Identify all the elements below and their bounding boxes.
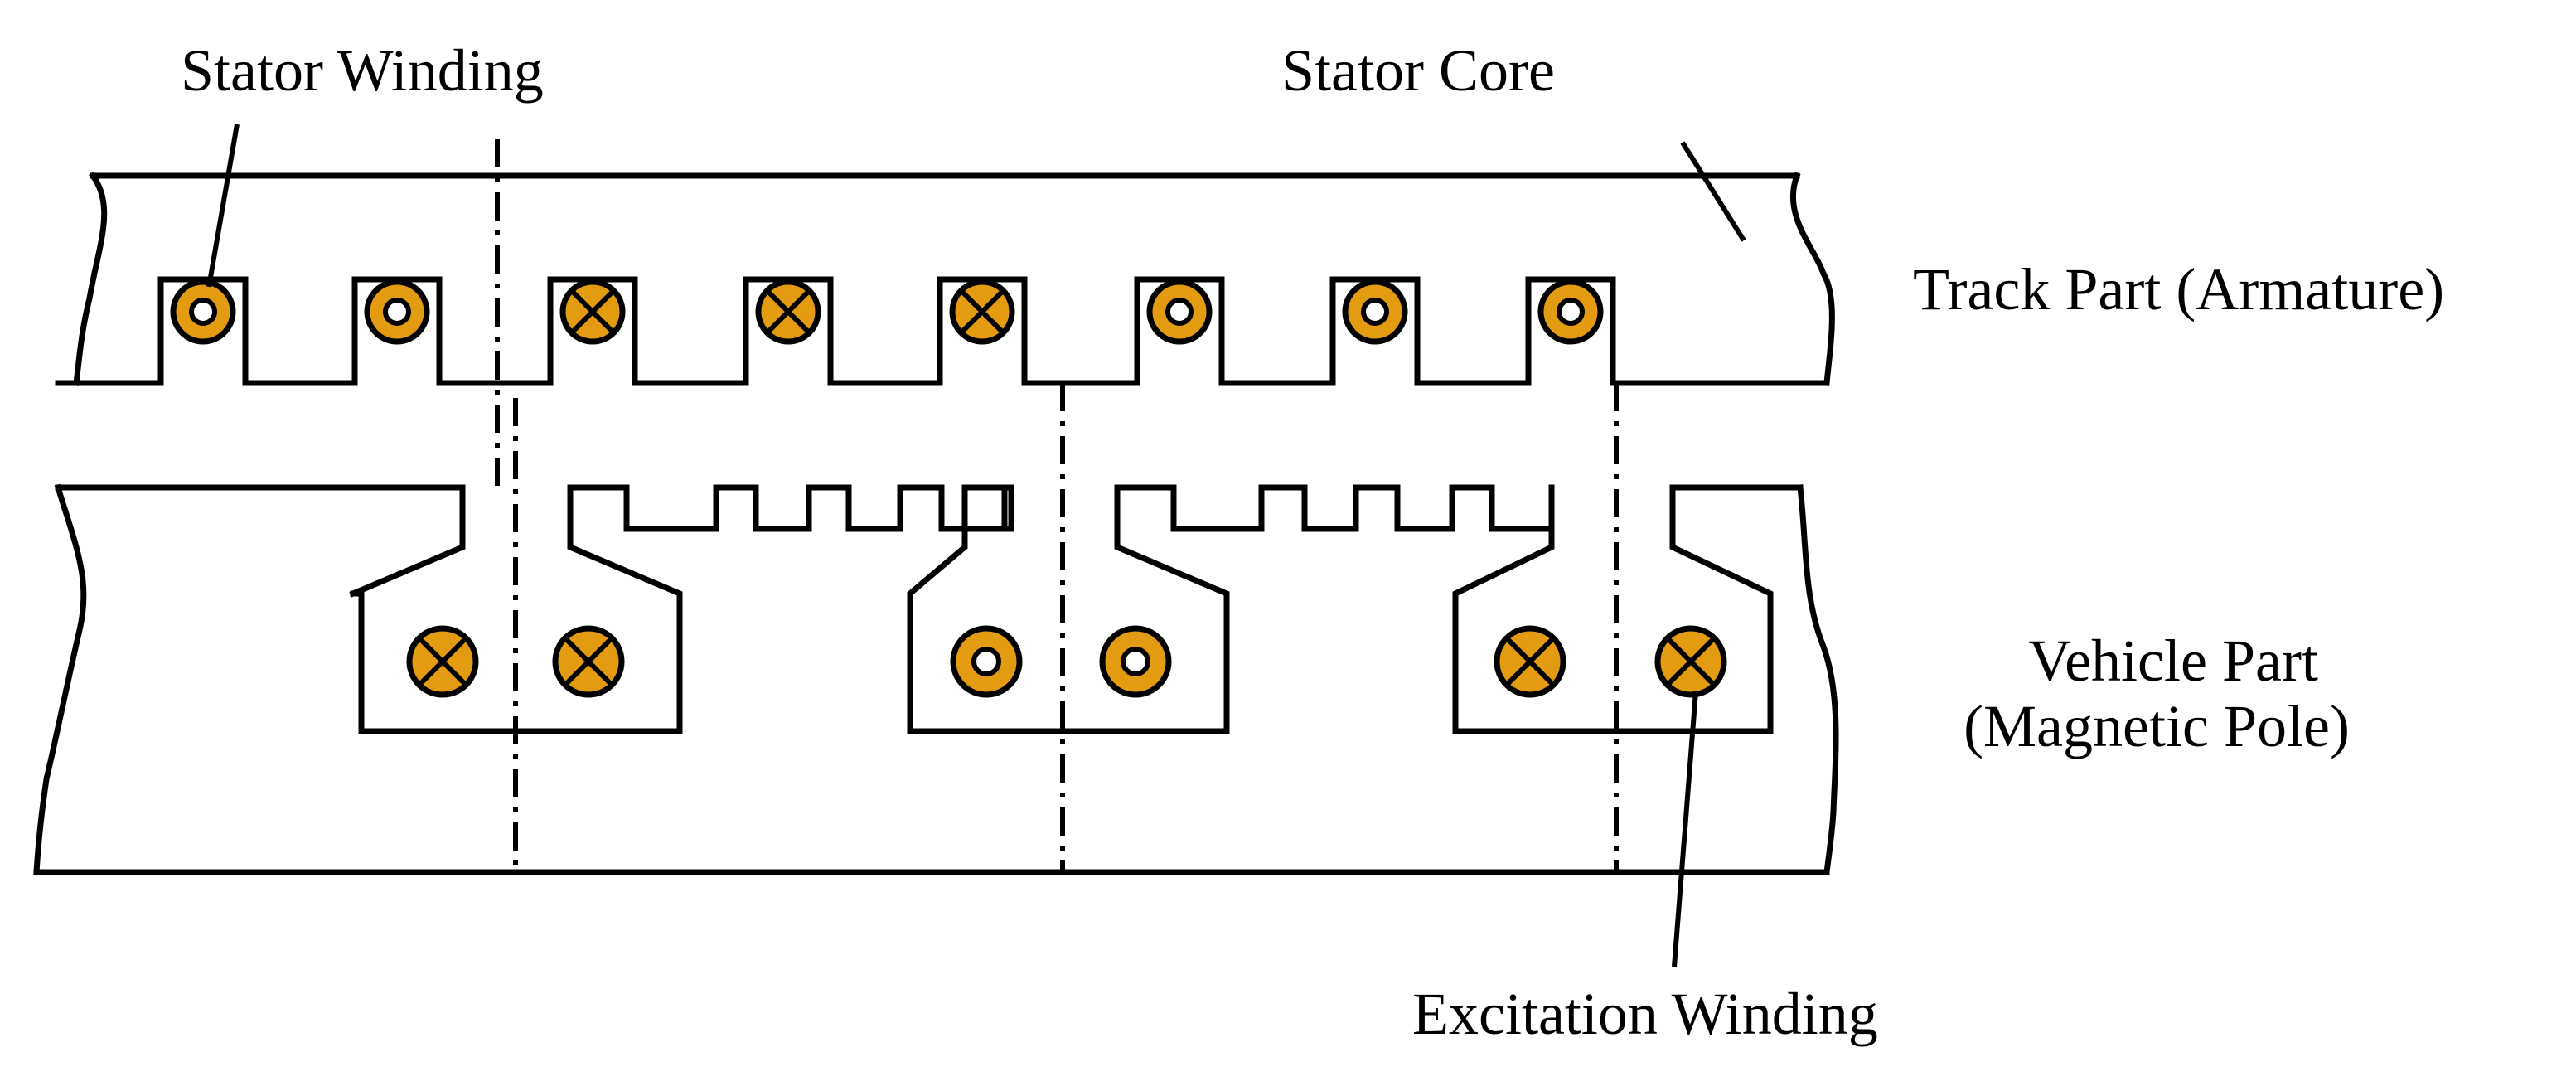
leader-excitation-winding <box>1672 691 1698 967</box>
stator-coil-3 <box>559 279 626 345</box>
label-excitation-winding: Excitation Winding <box>1412 981 1878 1047</box>
vehicle-core <box>33 483 1839 875</box>
label-track-part: Track Part (Armature) <box>1913 256 2445 322</box>
label-stator-core: Stator Core <box>1281 37 1555 104</box>
label-vehicle-part-line1: Vehicle Part <box>2028 628 2318 694</box>
label-stator-winding: Stator Winding <box>181 37 544 104</box>
excitation-coil-4 <box>1099 625 1172 698</box>
stator-coil-6 <box>1146 279 1213 345</box>
leader-stator-winding <box>206 124 240 288</box>
label-vehicle-part-line2: (Magnetic Pole) <box>1963 693 2350 760</box>
label-vehicle-part: Vehicle Part (Magnetic Pole) <box>1958 628 2389 759</box>
excitation-coil-6 <box>1654 625 1727 698</box>
excitation-coil-2 <box>552 625 625 698</box>
excitation-coil-3 <box>950 625 1023 698</box>
leader-stator-core <box>1680 141 1746 242</box>
stator-coil-8 <box>1537 279 1604 345</box>
stator-coil-7 <box>1342 279 1408 345</box>
stator-coil-2 <box>364 279 430 345</box>
stator-coil-1 <box>170 279 236 345</box>
stator-core <box>55 172 1835 386</box>
stator-coil-5 <box>949 279 1015 345</box>
excitation-coil-1 <box>406 625 479 698</box>
excitation-coil-5 <box>1494 625 1566 698</box>
stator-coil-4 <box>755 279 821 345</box>
